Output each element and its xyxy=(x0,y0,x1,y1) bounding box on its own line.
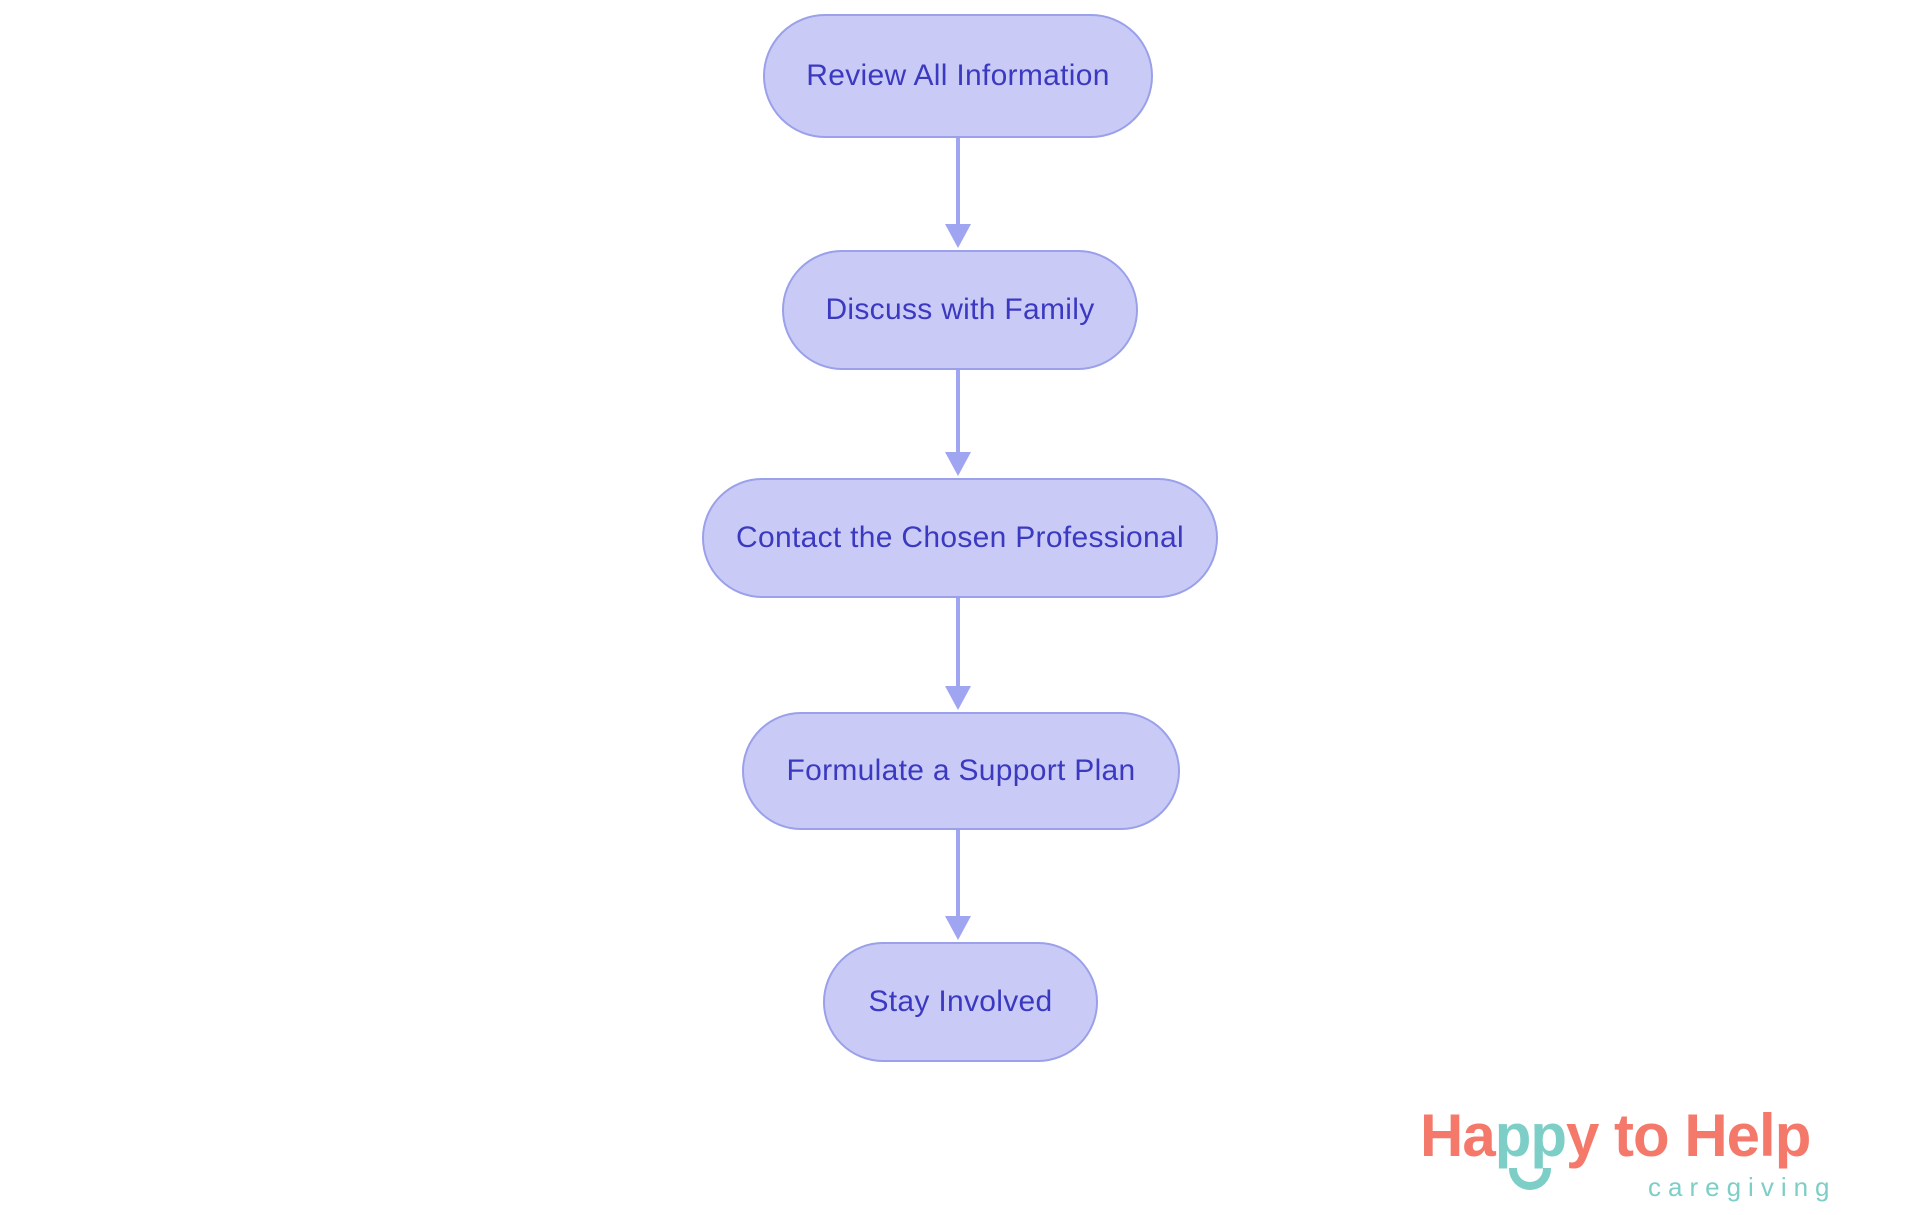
arrow-head-icon xyxy=(945,686,971,710)
arrow-line xyxy=(956,370,960,452)
node-label: Contact the Chosen Professional xyxy=(736,521,1184,554)
arrow-head-icon xyxy=(945,452,971,476)
arrow-line xyxy=(956,138,960,224)
arrow-head-icon xyxy=(945,916,971,940)
logo-pp: pp xyxy=(1495,1106,1567,1190)
arrow-line xyxy=(956,598,960,686)
arrow-line xyxy=(956,830,960,916)
logo-subtitle: caregiving xyxy=(1648,1172,1837,1202)
logo-text-y-to-help: y to Help xyxy=(1566,1102,1811,1169)
node-discuss-with-family: Discuss with Family xyxy=(782,250,1138,370)
logo-text-ha: Ha xyxy=(1420,1102,1496,1169)
node-contact-chosen-professional: Contact the Chosen Professional xyxy=(702,478,1218,598)
smile-icon xyxy=(1509,1168,1552,1190)
node-label: Review All Information xyxy=(806,59,1110,92)
node-label: Stay Involved xyxy=(868,985,1053,1018)
connector-3 xyxy=(944,598,972,710)
node-review-all-information: Review All Information xyxy=(763,14,1153,138)
node-label: Discuss with Family xyxy=(825,293,1095,326)
connector-2 xyxy=(944,370,972,476)
node-formulate-support-plan: Formulate a Support Plan xyxy=(742,712,1180,830)
node-stay-involved: Stay Involved xyxy=(823,942,1098,1062)
arrow-head-icon xyxy=(945,224,971,248)
connector-4 xyxy=(944,830,972,940)
logo-text-pp: pp xyxy=(1494,1102,1567,1169)
connector-1 xyxy=(944,138,972,248)
node-label: Formulate a Support Plan xyxy=(786,754,1136,787)
